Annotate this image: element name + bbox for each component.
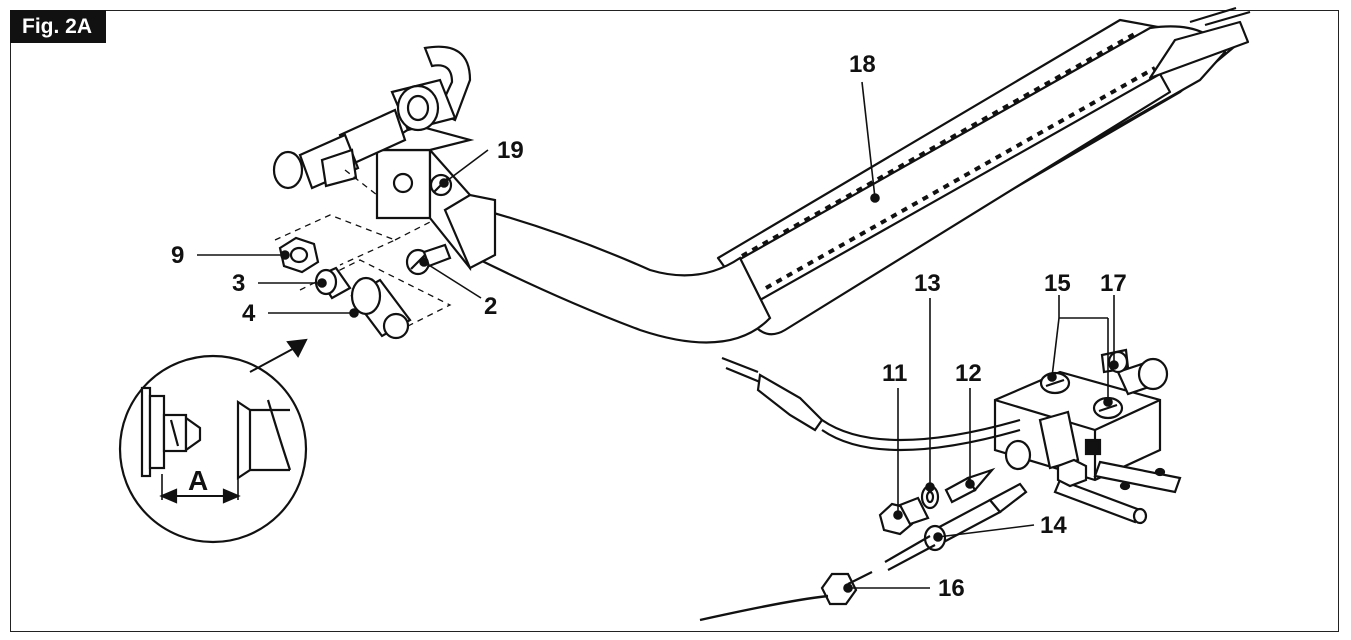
leader-lines <box>197 81 1119 593</box>
callout-13: 13 <box>914 270 941 297</box>
callout-11: 11 <box>882 360 907 387</box>
callout-15: 15 <box>1044 270 1071 297</box>
callout-19: 19 <box>497 137 524 164</box>
detail-view <box>118 354 308 544</box>
thermocouple-cable <box>721 356 1021 452</box>
callout-16: 16 <box>938 575 965 602</box>
screw-part-2 <box>405 243 452 276</box>
burner-ports-upper <box>741 30 1139 258</box>
nut-part-9 <box>278 236 320 274</box>
gas-fitting <box>272 45 472 190</box>
sleeve-part-4 <box>350 276 412 340</box>
callout-3: 3 <box>232 270 245 297</box>
burner-ports-lower <box>765 66 1156 290</box>
figure-label: Fig. 2A <box>10 10 107 43</box>
control-valve-body <box>993 348 1182 525</box>
nut-part-16 <box>699 571 873 622</box>
gas-supply-pipe <box>373 123 772 344</box>
detail-pointer-arrow <box>249 338 308 373</box>
callout-4: 4 <box>242 300 256 327</box>
callout-14: 14 <box>1040 512 1067 539</box>
callout-2: 2 <box>484 293 497 320</box>
burner-tube <box>716 6 1251 336</box>
figure-frame <box>10 10 1339 632</box>
dimension-label: A <box>188 465 208 496</box>
callout-18: 18 <box>849 51 876 78</box>
callout-17: 17 <box>1100 270 1127 297</box>
callout-12: 12 <box>955 360 982 387</box>
washer-part-13 <box>920 484 940 510</box>
nut-part-11 <box>878 496 930 536</box>
callout-9: 9 <box>171 242 184 269</box>
